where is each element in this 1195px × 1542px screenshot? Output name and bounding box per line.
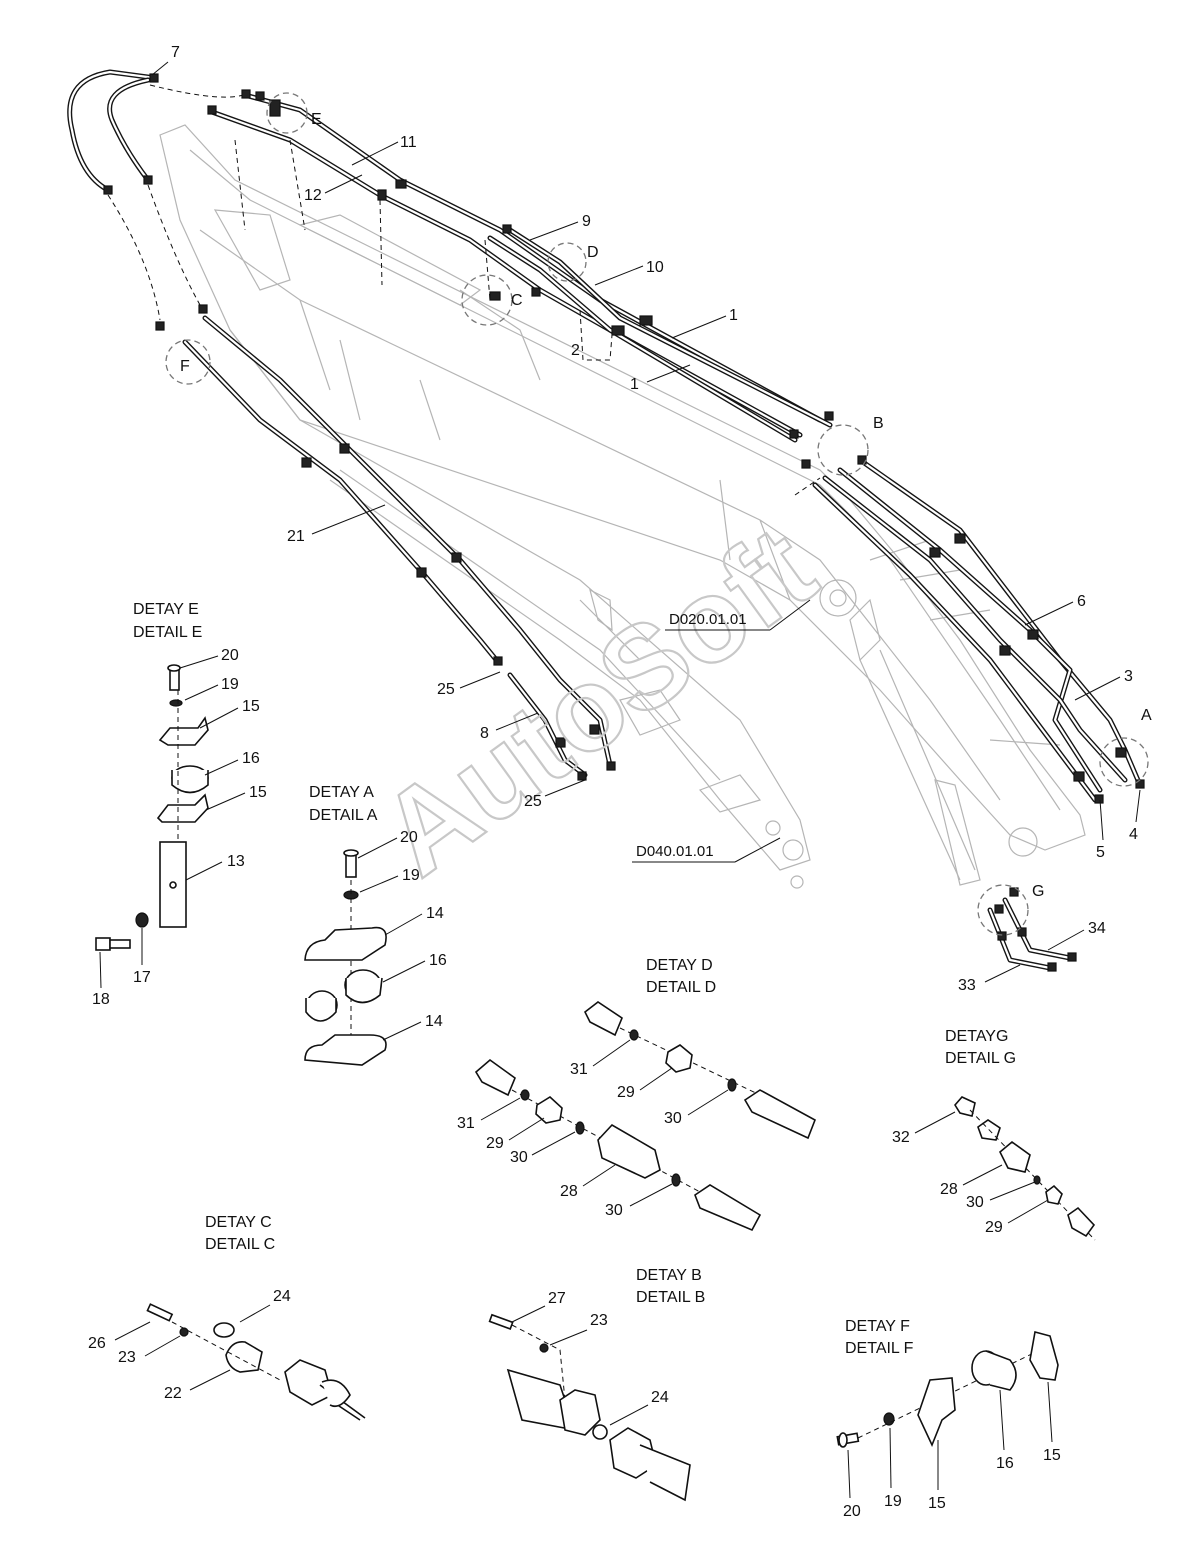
callout-2: 2 — [571, 342, 580, 359]
callout-4: 4 — [1129, 826, 1138, 843]
a-label-19: 19 — [402, 867, 420, 884]
g-label-30: 30 — [966, 1194, 984, 1211]
a-label-14a: 14 — [426, 905, 444, 922]
callout-C: C — [511, 292, 523, 309]
callout-25a: 25 — [437, 681, 455, 698]
g-label-32: 32 — [892, 1129, 910, 1146]
e-label-19: 19 — [221, 676, 239, 693]
detail-e-title-en: DETAIL E — [133, 624, 202, 641]
e-label-13: 13 — [227, 853, 245, 870]
e-label-15b: 15 — [249, 784, 267, 801]
watermark-text: AutoSoft — [358, 501, 839, 901]
detail-a: DETAY A DETAIL A 20 19 14 16 14 — [304, 784, 447, 1066]
ref-arm: D040.01.01 — [636, 843, 714, 860]
d-label-29b: 29 — [486, 1135, 504, 1152]
detail-d: DETAY D DETAIL D 31 29 30 31 29 30 28 30 — [457, 957, 817, 1232]
callout-1a: 1 — [729, 307, 738, 324]
f-label-16: 16 — [996, 1455, 1014, 1472]
detail-e: DETAY E DETAIL E 20 19 15 16 15 13 18 17 — [92, 601, 267, 1008]
e-label-18: 18 — [92, 991, 110, 1008]
detail-c-title-tr: DETAY C — [205, 1214, 272, 1231]
detail-b-title-tr: DETAY B — [636, 1267, 702, 1284]
callout-B: B — [873, 415, 884, 432]
d-label-29a: 29 — [617, 1084, 635, 1101]
f-label-19: 19 — [884, 1493, 902, 1510]
callout-1b: 1 — [630, 376, 639, 393]
callout-D: D — [587, 244, 599, 261]
dashed-guides — [107, 84, 821, 496]
detail-d-title-en: DETAIL D — [646, 979, 716, 996]
f-label-20: 20 — [843, 1503, 861, 1520]
a-label-16: 16 — [429, 952, 447, 969]
callout-F: F — [180, 358, 190, 375]
pipe-group-lower — [182, 315, 1073, 971]
pipe-group-upper — [67, 69, 1143, 803]
callout-25b: 25 — [524, 793, 542, 810]
detail-c: DETAY C DETAIL C 24 26 23 22 — [88, 1214, 366, 1421]
pipe-fittings — [103, 73, 1145, 972]
c-label-22: 22 — [164, 1385, 182, 1402]
reference-labels: D020.01.01 D040.01.01 — [632, 599, 811, 863]
f-label-15b: 15 — [1043, 1447, 1061, 1464]
e-label-15a: 15 — [242, 698, 260, 715]
d-label-31a: 31 — [570, 1061, 588, 1078]
bolt-shape — [169, 669, 180, 691]
detail-b: DETAY B DETAIL B 27 23 24 — [488, 1267, 705, 1502]
detail-f: DETAY F DETAIL F 20 19 15 16 15 — [836, 1318, 1061, 1520]
callout-E: E — [311, 111, 322, 128]
callout-8: 8 — [480, 725, 489, 742]
g-label-28: 28 — [940, 1181, 958, 1198]
a-label-20: 20 — [400, 829, 418, 846]
detail-a-title-en: DETAIL A — [309, 807, 378, 824]
callout-G: G — [1032, 883, 1044, 900]
detail-circles — [165, 92, 1149, 936]
b-label-23: 23 — [590, 1312, 608, 1329]
callout-12: 12 — [304, 187, 322, 204]
f-label-15a: 15 — [928, 1495, 946, 1512]
callout-6: 6 — [1077, 593, 1086, 610]
detail-f-title-en: DETAIL F — [845, 1340, 914, 1357]
d-label-28: 28 — [560, 1183, 578, 1200]
callout-10: 10 — [646, 259, 664, 276]
d-label-30a: 30 — [664, 1110, 682, 1127]
callout-34: 34 — [1088, 920, 1106, 937]
callout-9: 9 — [582, 213, 591, 230]
c-label-24: 24 — [273, 1288, 291, 1305]
b-label-24: 24 — [651, 1389, 669, 1406]
c-label-23: 23 — [118, 1349, 136, 1366]
detail-g-title-tr: DETAYG — [945, 1028, 1008, 1045]
g-label-29: 29 — [985, 1219, 1003, 1236]
boom-structure — [159, 124, 1086, 889]
e-label-16: 16 — [242, 750, 260, 767]
detail-g-title-en: DETAIL G — [945, 1050, 1016, 1067]
e-label-17: 17 — [133, 969, 151, 986]
detail-b-title-en: DETAIL B — [636, 1289, 705, 1306]
callout-3: 3 — [1124, 668, 1133, 685]
callout-7: 7 — [171, 44, 180, 61]
callout-5: 5 — [1096, 844, 1105, 861]
detail-e-title-tr: DETAY E — [133, 601, 199, 618]
c-label-26: 26 — [88, 1335, 106, 1352]
detail-d-title-tr: DETAY D — [646, 957, 713, 974]
b-label-27: 27 — [548, 1290, 566, 1307]
callout-A: A — [1141, 707, 1152, 724]
callout-33: 33 — [958, 977, 976, 994]
d-label-30c: 30 — [605, 1202, 623, 1219]
d-label-31b: 31 — [457, 1115, 475, 1132]
ref-boom: D020.01.01 — [669, 611, 747, 628]
main-callouts: 7 E 11 12 9 D 10 C 2 1 1 B F 21 6 3 A 25… — [151, 44, 1152, 994]
callout-11: 11 — [400, 134, 417, 151]
callout-21: 21 — [287, 528, 305, 545]
detail-c-title-en: DETAIL C — [205, 1236, 275, 1253]
e-label-20: 20 — [221, 647, 239, 664]
d-label-30b: 30 — [510, 1149, 528, 1166]
a-label-14b: 14 — [425, 1013, 443, 1030]
detail-a-title-tr: DETAY A — [309, 784, 374, 801]
detail-g: DETAYG DETAIL G 32 28 30 29 — [892, 1028, 1096, 1241]
detail-f-title-tr: DETAY F — [845, 1318, 910, 1335]
